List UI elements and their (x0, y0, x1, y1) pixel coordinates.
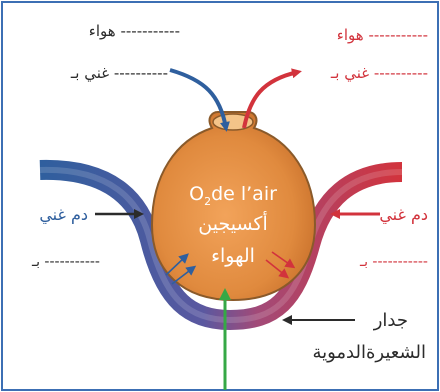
label-wall-2: الشعيرةالدموية (312, 342, 426, 363)
label-left-blood: دم غني (39, 205, 88, 225)
capillary-vessel (39, 159, 403, 331)
label-wall-1: جدار (373, 310, 408, 331)
label-o2: O2de l’air (189, 183, 277, 208)
diffusion-arrow-1 (165, 253, 189, 276)
label-right-air: هواء ----------- (337, 26, 428, 44)
label-right-blood: دم غني (379, 205, 428, 225)
label-right-rich: غني بـ ---------- (330, 64, 428, 83)
diffusion-arrow-3 (265, 259, 290, 279)
diffusion-arrow-2 (171, 265, 197, 285)
diffusion-arrow-4 (271, 251, 296, 269)
capillary-inner-line (39, 166, 403, 324)
label-oxygen: أكسيجين (198, 211, 267, 235)
alveolus-sac (150, 111, 317, 302)
air-in-arrow-blue (169, 68, 230, 132)
label-left-blood-cont: بـ ----------- (31, 254, 100, 270)
label-air-inside: الهواء (211, 245, 255, 267)
label-left-air: هواء ----------- (89, 22, 180, 40)
label-right-blood-cont: بـ ----------- (359, 254, 428, 270)
label-left-rich: غني بـ ---------- (70, 64, 168, 83)
air-out-arrow-red (242, 68, 302, 129)
